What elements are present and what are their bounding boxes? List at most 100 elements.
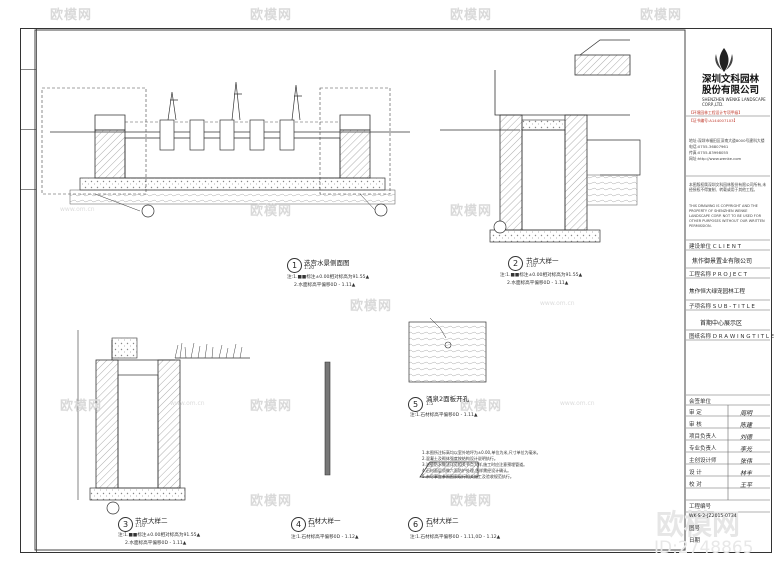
- watermark-brand: 欧模网: [350, 299, 393, 314]
- watermark-brand: 欧模网: [50, 8, 93, 23]
- role-signature: 王平: [740, 482, 753, 489]
- role-signature: 林丰: [740, 470, 753, 477]
- subtitle-value: 首期中心展示区: [700, 320, 743, 327]
- callout-title: 节点大样一: [526, 257, 559, 265]
- role-signature: 李光: [740, 446, 753, 453]
- title-block-lines: [686, 115, 770, 513]
- callout-note: 注:1.石材标高平偏移0D - 1.11,0D - 1.12▲: [410, 535, 501, 540]
- role-label: 设 计: [689, 470, 702, 476]
- role-label: 审 核: [689, 422, 702, 428]
- sheet-label: 图号: [689, 526, 701, 532]
- project-label: 工程名称 P R O J E C T: [689, 272, 748, 278]
- watermark-brand: 欧模网: [60, 399, 103, 414]
- callout-number: 6: [408, 517, 423, 532]
- role-label: 审 定: [689, 410, 702, 416]
- subtitle-label: 子项名称 S U B - T I T L E: [689, 304, 755, 310]
- watermark-brand: 欧模网: [640, 8, 683, 23]
- drawing-number: WK-S-2-JZ2015-0734: [689, 514, 737, 519]
- watermark-url: www.om.cn: [60, 206, 95, 213]
- callout-title: 石材大样一: [308, 517, 341, 525]
- watermark-brand: 欧模网: [450, 494, 493, 509]
- callout-number: 1: [287, 258, 302, 273]
- company-fax: 传真:0755-83998055: [689, 150, 729, 155]
- callout-title: 节点大样二: [135, 517, 168, 525]
- callout-number: 2: [508, 256, 523, 271]
- inner-frame: [34, 29, 686, 551]
- company-name: 深圳文科园林 股份有限公司: [702, 74, 759, 96]
- company-name-line1: 深圳文科园林: [702, 74, 760, 85]
- detail-4-stone: [324, 361, 331, 476]
- qualification: 【环境园林工程设计专项甲级】: [689, 110, 743, 115]
- callout-number: 4: [291, 517, 306, 532]
- drawing-number-label: 工程编号: [689, 504, 712, 510]
- detail-1-elevation: [41, 81, 410, 218]
- role-label: 主创设计师: [689, 458, 717, 464]
- callout-scale: 1:10: [526, 264, 537, 269]
- company-name-en: SHENZHEN WENKE LANDSCAPE CORP.,LTD.: [702, 97, 766, 107]
- strip-cell: [21, 69, 36, 130]
- role-signature: 张伟: [740, 458, 753, 465]
- watermark-brand: 欧模网: [460, 399, 503, 414]
- role-label: 校 对: [689, 482, 702, 488]
- role-signature: 刘德: [740, 434, 753, 441]
- watermark-brand: 欧模网: [250, 494, 293, 509]
- drawing-sheet: [20, 28, 772, 553]
- drawing-title-label: 图纸名称 D R A W I N G T I T L E: [689, 334, 775, 340]
- note-line: 2.混凝土及砌体强度按结构设计说明执行。: [422, 456, 498, 461]
- watermark-brand: 欧模网: [450, 204, 493, 219]
- callout-number: 3: [118, 517, 133, 532]
- project-value: 焦作恒大绿宠园林工程: [689, 289, 745, 295]
- watermark-brand: 欧模网: [250, 399, 293, 414]
- note-line: 1.本图所注标高均以室外地坪为±0.00,单位为米,尺寸单位为毫米。: [422, 450, 541, 455]
- company-web: 网址:http://www.wenke.com: [689, 156, 742, 161]
- company-tel: 电话:0755-36807961: [689, 144, 729, 149]
- watermark-brand: 欧模网: [450, 8, 493, 23]
- client-value: 焦作御景置业有限公司: [692, 258, 753, 265]
- binding-strip: [21, 29, 37, 552]
- copyright-cn: 本图版权属深圳文科园林股份有限公司所有,未经授权不得复制、转载或用于其他工程。: [689, 182, 767, 192]
- callout-note: 注:1.石材标高平偏移0D - 1.11▲: [410, 413, 478, 418]
- callout-note: 注:1.■■标注±0.00相对标高为91.55▲: [500, 273, 583, 278]
- callout-note: 注:1.■■标注±0.00相对标高为91.55▲: [287, 275, 370, 280]
- watermark-id: ID:2748865: [654, 538, 754, 558]
- detail-3-node: [77, 330, 250, 515]
- watermark-url: www.om.cn: [170, 400, 205, 407]
- callout-note: 注:1.■■标注±0.00相对标高为91.55▲: [118, 533, 201, 538]
- callout-scale: 1:5: [426, 524, 434, 529]
- callout-title: 涌泉2面板开孔: [426, 395, 470, 403]
- callout-note: 2.水面标高平偏移0D - 1.11▲: [507, 281, 569, 286]
- callout-title: 迭宫水景侧面图: [304, 259, 350, 267]
- role-signature: 周明: [740, 410, 753, 417]
- callout-number: 5: [408, 397, 423, 412]
- note-line: 4.石材面层须做六面防护处理,色样需经设计确认。: [422, 468, 512, 473]
- strip-cell: [21, 129, 36, 190]
- detail-5-panel: [408, 317, 487, 383]
- callout-scale: 1:5: [426, 402, 434, 407]
- callout-note: 注:1.石材标高平偏移0D - 1.12▲: [291, 535, 359, 540]
- date-label: 日期: [689, 538, 701, 544]
- company-name-line2: 股份有限公司: [702, 85, 760, 96]
- client-label: 建设单位 C L I E N T: [689, 244, 741, 250]
- callout-title: 石材大样二: [426, 517, 459, 525]
- watermark-url: www.om.cn: [560, 400, 595, 407]
- role-signature: 陈建: [740, 422, 753, 429]
- copyright-en: THIS DRAWING IS COPYRIGHT AND THE PROPER…: [689, 204, 765, 228]
- callout-scale: 1:20: [304, 266, 315, 271]
- role-label: 会签单位: [689, 399, 712, 405]
- note-line: 5.未尽事宜参照国家现行相关施工及验收规范执行。: [422, 474, 514, 479]
- callout-scale: 1:10: [135, 524, 146, 529]
- watermark-brand: 欧模网: [250, 204, 293, 219]
- company-logo-icon: [715, 48, 733, 72]
- role-label: 专业负责人: [689, 446, 717, 452]
- callout-scale: 1:5: [308, 524, 316, 529]
- watermark-url: www.om.cn: [540, 300, 575, 307]
- certificate: 【证书编号:A144007103】: [689, 118, 738, 123]
- watermark-brand: 欧模网: [250, 8, 293, 23]
- callout-note: 2.水面标高平偏移0D - 1.11▲: [294, 283, 356, 288]
- note-line: 3.池壁防水做法详见相关节点大样,施工时应注意预埋管道。: [422, 462, 528, 467]
- strip-cell: [21, 29, 36, 70]
- role-label: 项目负责人: [689, 434, 717, 440]
- watermark-brand-large: 欧模网: [656, 508, 741, 541]
- company-address: 地址:深圳市福田区深南大道8000号建科大楼: [689, 138, 765, 143]
